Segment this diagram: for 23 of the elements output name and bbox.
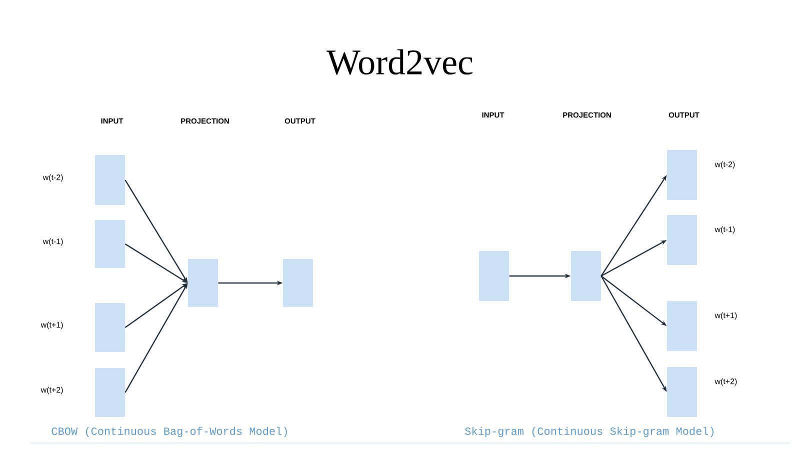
- title: Word2vec: [326, 49, 472, 75]
- word-label: w(t-2): [714, 161, 735, 169]
- vector-box: [95, 155, 125, 205]
- vector-box: [667, 301, 697, 351]
- caption: Skip-gram (Continuous Skip-gram Model): [465, 426, 714, 438]
- word-label: w(t+1): [40, 322, 63, 330]
- vector-box: [667, 215, 697, 265]
- vector-box: [95, 368, 125, 417]
- word-label: w(t+2): [714, 378, 737, 386]
- word-label: w(t-1): [42, 238, 63, 246]
- vector-box: [571, 251, 601, 301]
- vector-box: [188, 259, 218, 307]
- word-label: w(t+1): [714, 312, 737, 320]
- vector-box: [667, 150, 697, 200]
- word-label: w(t-2): [42, 174, 63, 182]
- vector-box: [95, 303, 125, 352]
- vector-box: [283, 259, 313, 307]
- vector-box: [479, 251, 509, 301]
- word-label: w(t-1): [714, 226, 735, 234]
- vector-box: [95, 220, 125, 268]
- caption: CBOW (Continuous Bag-of-Words Model): [52, 426, 287, 438]
- word-label: w(t+2): [40, 386, 63, 394]
- vector-box: [667, 367, 697, 417]
